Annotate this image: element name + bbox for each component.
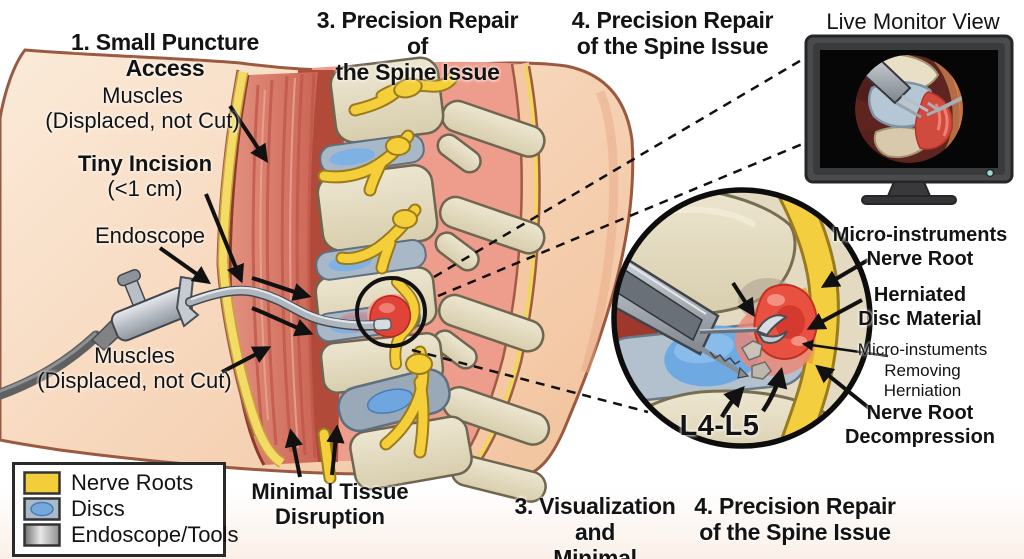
label-nerve-root-decompression: Nerve Root Decompression (826, 402, 1014, 449)
insertion-arrow-upper (251, 276, 312, 301)
monitor-power-led (985, 168, 995, 178)
incision-edge (216, 69, 286, 468)
heading-live-monitor: Live Monitor View (818, 9, 1008, 35)
spine (314, 56, 551, 503)
label-micro-instruments-nerve-root: Micro-instruments Nerve Root (826, 224, 1014, 271)
label-micro-instruments-line1: Micro-instruments (832, 224, 1008, 246)
heading-step1: 1. Small Puncture Access (30, 29, 300, 82)
insertion-arrow-lower (251, 306, 314, 337)
heading-step4-bottom-line1: 4. Precision Repair (694, 493, 896, 519)
label-minimal-tissue-line1: Minimal Tissue (251, 479, 409, 504)
legend-box: Nerve Roots Discs Endoscope/Tools (12, 462, 239, 557)
muscle-band (228, 72, 318, 466)
heading-step3-top: 3. Precision Repair of the Spine Issue (310, 7, 525, 85)
label-minimal-tissue-line2: Disruption (275, 503, 385, 529)
heading-step4-bottom: 4. Precision Repair of the Spine Issue (690, 493, 900, 546)
heading-step4-top-line1: 4. Precision Repair (571, 7, 774, 33)
legend-item-discs: Discs (23, 496, 215, 522)
label-decompression-line1: Nerve Root (866, 402, 974, 424)
label-muscles-bottom-line1: Muscles (94, 343, 175, 368)
legend-item-nerve-roots: Nerve Roots (23, 470, 215, 496)
heading-step1-text: 1. Small Puncture Access (71, 29, 259, 81)
label-muscles-top: Muscles (Displaced, not Cut) (40, 83, 245, 133)
label-muscles-top-line2: (Displaced, not Cut) (45, 107, 240, 133)
heading-step4-bottom-line2: of the Spine Issue (699, 518, 891, 545)
label-tiny-incision-line1: Tiny Incision (77, 151, 213, 176)
label-muscles-top-line1: Muscles (102, 83, 183, 108)
live-monitor (804, 34, 1014, 205)
heading-step3-top-line1: 3. Precision Repair of (316, 7, 519, 59)
label-removing-line3: Herniation (883, 381, 962, 401)
nerve-roots-swatch-icon (23, 471, 61, 495)
highlight-circle (355, 276, 427, 348)
legend-label-discs: Discs (71, 496, 125, 521)
label-endoscope: Endoscope (60, 223, 240, 249)
label-herniated-line2: Disc Material (858, 307, 982, 330)
label-endoscope-text: Endoscope (94, 223, 206, 248)
label-muscles-bottom-line2: (Displaced, not Cut) (37, 367, 232, 393)
label-decompression-line2: Decompression (844, 425, 996, 448)
heading-live-monitor-text: Live Monitor View (826, 9, 1000, 34)
heading-step3-bottom: 3. Visualization and Minimal Disruption (495, 493, 695, 559)
endoscope-tools-swatch-icon (23, 523, 61, 547)
label-l4-l5-text: L4-L5 (679, 410, 760, 442)
nerve-roots (317, 71, 459, 485)
heading-step3-top-line2: the Spine Issue (335, 58, 500, 85)
label-herniated-line1: Herniated (873, 284, 967, 306)
label-tiny-incision-line2: (<1 cm) (107, 175, 183, 201)
legend-item-endoscope-tools: Endoscope/Tools (23, 522, 239, 548)
label-l4-l5: L4-L5 (672, 410, 767, 442)
legend-label-endoscope-tools: Endoscope/Tools (71, 522, 239, 547)
heading-step4-top-line2: of the Spine Issue (576, 32, 769, 59)
label-herniated-disc-material: Herniated Disc Material (826, 284, 1014, 331)
connector-dashes (411, 53, 813, 414)
label-arrows (158, 104, 345, 478)
label-micro-instruments-line2: Nerve Root (866, 247, 974, 270)
discs-swatch-icon (23, 497, 61, 521)
label-removing-herniation: Micro-instuments Removing Herniation (835, 340, 1010, 402)
heading-step3-bottom-line1: 3. Visualization and (514, 493, 676, 545)
heading-step4-top: 4. Precision Repair of the Spine Issue (565, 7, 780, 60)
label-tiny-incision: Tiny Incision (<1 cm) (55, 151, 235, 201)
label-removing-line1: Micro-instuments (857, 340, 988, 359)
legend-label-nerve-roots: Nerve Roots (71, 470, 194, 495)
label-muscles-bottom: Muscles (Displaced, not Cut) (32, 343, 237, 393)
heading-step3-bottom-line2: Minimal Disruption (553, 544, 637, 559)
label-removing-line2: Removing (884, 360, 961, 380)
inset-magnified-view (611, 187, 889, 449)
label-minimal-tissue: Minimal Tissue Disruption (235, 479, 425, 529)
